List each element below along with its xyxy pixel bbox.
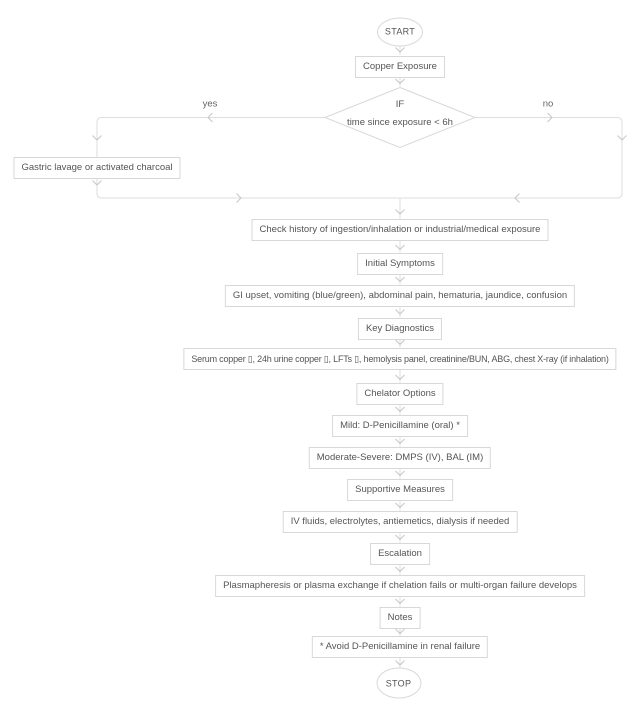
edge-decision-no-to-merge <box>400 117 623 199</box>
node-chelator-options: Chelator Options <box>356 382 444 405</box>
node-escalation: Escalation <box>370 542 430 565</box>
node-moderate-severe-chelation: Moderate-Severe: DMPS (IV), BAL (IM) <box>308 446 492 469</box>
node-check-history: Check history of ingestion/inhalation or… <box>251 218 549 241</box>
node-stop: STOP <box>376 667 421 699</box>
decision-diamond-label: IF time since exposure < 6h <box>347 96 453 132</box>
node-diagnostics-detail: Serum copper ▯, 24h urine copper ▯, LFTs… <box>183 347 617 370</box>
decision-line1: IF <box>395 98 405 110</box>
node-key-diagnostics: Key Diagnostics <box>357 317 443 340</box>
arrowhead-left-icon <box>207 112 520 203</box>
arrowhead-down-icon <box>92 47 627 666</box>
edge-decision-yes-to-gastric <box>96 117 325 157</box>
node-mild-chelation: Mild: D-Penicillamine (oral) * <box>332 414 468 437</box>
node-escalation-detail: Plasmapheresis or plasma exchange if che… <box>215 574 585 597</box>
node-initial-symptoms: Initial Symptoms <box>357 252 443 275</box>
node-copper-exposure: Copper Exposure <box>355 55 445 78</box>
node-supportive-measures: Supportive Measures <box>347 478 453 501</box>
node-gastric-lavage: Gastric lavage or activated charcoal <box>13 156 181 179</box>
node-start: START <box>377 17 423 46</box>
node-supportive-detail: IV fluids, electrolytes, antiemetics, di… <box>282 510 518 533</box>
node-notes: Notes <box>379 606 421 629</box>
edge-label-yes: yes <box>199 98 221 110</box>
edge-gastric-to-merge <box>96 178 400 199</box>
edge-label-no: no <box>539 98 557 110</box>
decision-diamond-shape <box>323 86 477 149</box>
arrowhead-right-icon <box>236 112 553 203</box>
node-notes-detail: * Avoid D-Penicillamine in renal failure <box>311 636 489 658</box>
decision-line2: time since exposure < 6h <box>347 116 453 128</box>
node-gi-symptoms: GI upset, vomiting (blue/green), abdomin… <box>224 284 576 307</box>
